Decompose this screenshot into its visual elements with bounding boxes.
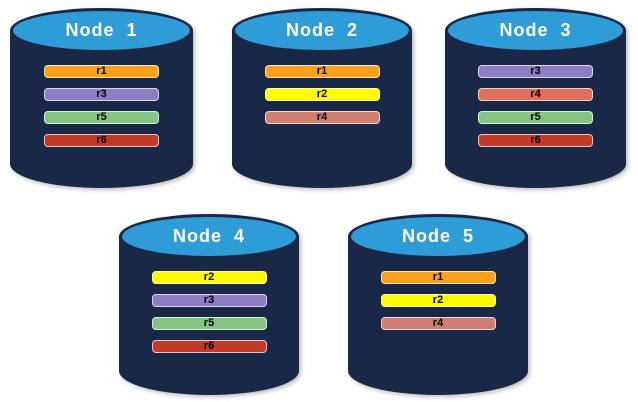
- node-5-replica-list: r1 r2 r4: [348, 271, 528, 330]
- replica-bar-r2: r2: [264, 88, 380, 101]
- node-3-cylinder-body: [445, 30, 626, 188]
- replica-label: r5: [96, 111, 107, 123]
- replica-label: r2: [432, 294, 444, 306]
- replica-bar-r3: r3: [151, 294, 267, 307]
- node-2-title: Node 2: [285, 20, 358, 40]
- node-4: Node 4 r2 r3 r5 r6: [119, 214, 299, 395]
- node-3: Node 3 r3 r4 r5 r6: [445, 8, 626, 188]
- node-4-title: Node 4: [172, 226, 245, 246]
- replica-label: r6: [96, 134, 107, 146]
- replica-label: r2: [203, 271, 215, 283]
- node-5-title: Node 5: [401, 226, 474, 246]
- node-5: Node 5 r1 r2 r4: [348, 214, 528, 395]
- replica-bar-r1: r1: [44, 65, 159, 78]
- replica-label: r1: [432, 271, 444, 283]
- node-3-title: Node 3: [499, 20, 572, 40]
- replica-bar-r3: r3: [44, 88, 159, 101]
- replica-label: r2: [316, 88, 328, 100]
- replica-bar-r6: r6: [44, 134, 159, 147]
- replica-bar-r6: r6: [151, 340, 267, 353]
- node-5-cylinder-top: Node 5: [348, 214, 528, 259]
- node-5-cylinder-body: [348, 236, 528, 395]
- node-2-replica-list: r1 r2 r4: [232, 65, 412, 124]
- node-1-cylinder-top: Node 1: [10, 8, 193, 53]
- replica-bar-r6: r6: [478, 134, 593, 147]
- replica-label: r5: [203, 317, 215, 329]
- replica-label: r4: [530, 88, 541, 100]
- node-2: Node 2 r1 r2 r4: [232, 8, 412, 188]
- node-1-replica-list: r1 r3 r5 r6: [10, 65, 193, 147]
- replica-bar-r2: r2: [380, 294, 496, 307]
- replica-label: r6: [530, 134, 541, 146]
- node-1: Node 1 r1 r3 r5 r6: [10, 8, 193, 188]
- replica-bar-r1: r1: [380, 271, 496, 284]
- replica-bar-r2: r2: [151, 271, 267, 284]
- node-1-title: Node 1: [65, 20, 138, 40]
- node-2-cylinder-top: Node 2: [232, 8, 412, 53]
- node-2-cylinder-body: [232, 30, 412, 188]
- node-4-cylinder-body: [119, 236, 299, 395]
- replica-bar-r4: r4: [264, 111, 380, 124]
- replica-bar-r5: r5: [478, 111, 593, 124]
- node-3-replica-list: r3 r4 r5 r6: [445, 65, 626, 147]
- replica-label: r3: [530, 65, 541, 77]
- replica-bar-r5: r5: [44, 111, 159, 124]
- node-3-cylinder-top: Node 3: [445, 8, 626, 53]
- replica-label: r1: [316, 65, 328, 77]
- replica-label: r3: [203, 294, 215, 306]
- replica-label: r5: [530, 111, 541, 123]
- replica-bar-r5: r5: [151, 317, 267, 330]
- replica-bar-r4: r4: [380, 317, 496, 330]
- replica-label: r3: [96, 88, 107, 100]
- replica-label: r4: [316, 111, 328, 123]
- replica-label: r6: [203, 340, 215, 352]
- replica-label: r4: [432, 317, 444, 329]
- node-4-replica-list: r2 r3 r5 r6: [119, 271, 299, 353]
- replica-bar-r3: r3: [478, 65, 593, 78]
- replica-bar-r1: r1: [264, 65, 380, 78]
- node-4-cylinder-top: Node 4: [119, 214, 299, 259]
- node-1-cylinder-body: [10, 30, 193, 188]
- replica-label: r1: [96, 65, 107, 77]
- replica-bar-r4: r4: [478, 88, 593, 101]
